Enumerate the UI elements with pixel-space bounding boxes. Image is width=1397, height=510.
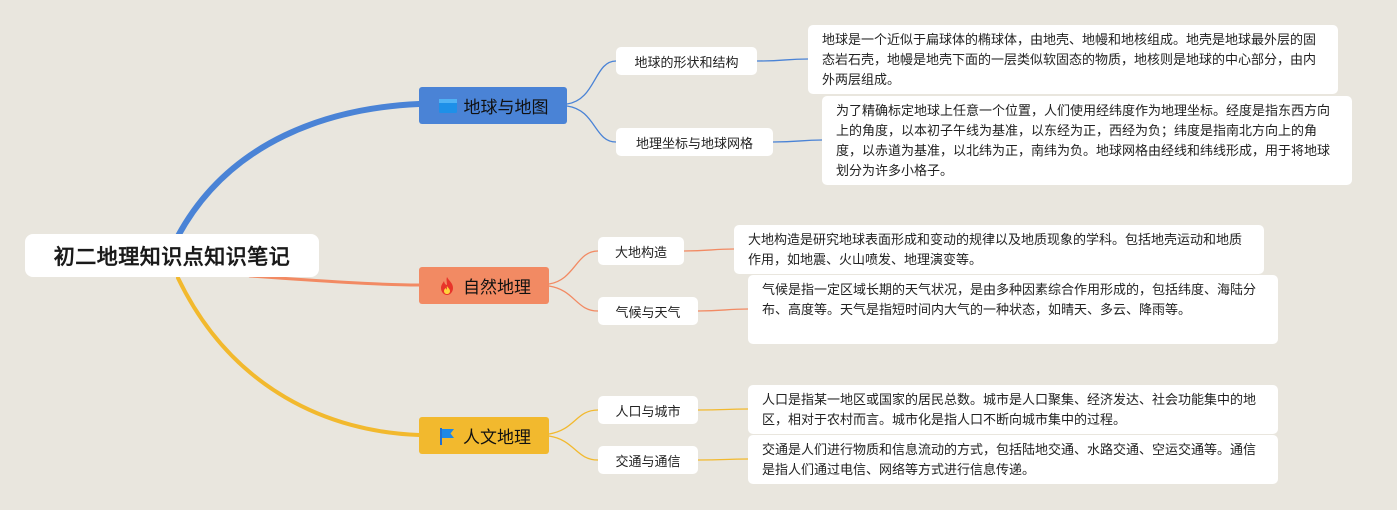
- topic-connector-3: [548, 250, 599, 285]
- topic-label: 气候与天气: [615, 305, 681, 321]
- root-branch-connector-1: [175, 101, 422, 239]
- root-branch-connector-3: [176, 276, 421, 437]
- topic-earth-shape-structure[interactable]: 地球的形状和结构: [616, 47, 757, 75]
- branch-label: 人文地理: [463, 428, 531, 448]
- note-earth-shape-structure[interactable]: 地球是一个近似于扁球体的椭球体，由地壳、地幔和地核组成。地壳是地球最外层的固态岩…: [808, 25, 1338, 94]
- fire-icon: [441, 276, 453, 295]
- note-connector-2: [772, 139, 823, 143]
- topic-connector-6: [548, 435, 599, 461]
- note-connector-6: [697, 458, 749, 461]
- topic-geotectonics[interactable]: 大地构造: [598, 237, 684, 265]
- blue-square-icon: [438, 98, 457, 113]
- topic-label: 地理坐标与地球网格: [635, 136, 753, 152]
- note-coordinates-grid[interactable]: 为了精确标定地球上任意一个位置，人们使用经纬度作为地理坐标。经度是指东西方向上的…: [822, 96, 1352, 185]
- topic-coordinates-grid[interactable]: 地理坐标与地球网格: [616, 128, 773, 156]
- root-title: 初二地理知识点知识笔记: [53, 244, 291, 269]
- note-climate-weather[interactable]: 气候是指一定区域长期的天气状况，是由多种因素综合作用形成的，包括纬度、海陆分布、…: [748, 275, 1278, 344]
- branch-physical-geography[interactable]: 自然地理: [419, 267, 549, 304]
- root-branch-connector-2: [248, 274, 421, 287]
- note-geotectonics[interactable]: 大地构造是研究地球表面形成和变动的规律以及地质现象的学科。包括地壳运动和地质作用…: [734, 225, 1264, 274]
- flag-icon: [440, 427, 454, 445]
- topic-connector-4: [548, 285, 599, 312]
- note-connector-5: [697, 408, 749, 411]
- note-connector-1: [756, 58, 809, 62]
- topic-connector-1: [566, 60, 617, 105]
- note-connector-4: [697, 308, 749, 312]
- topic-label: 地球的形状和结构: [634, 55, 739, 71]
- branch-label: 地球与地图: [463, 98, 549, 118]
- branch-earth-and-maps[interactable]: 地球与地图: [419, 87, 567, 124]
- note-connector-3: [683, 248, 735, 252]
- root-topic[interactable]: 初二地理知识点知识笔记: [25, 234, 319, 277]
- note-population-cities[interactable]: 人口是指某一地区或国家的居民总数。城市是人口聚集、经济发达、社会功能集中的地区，…: [748, 385, 1278, 434]
- topic-label: 大地构造: [614, 245, 667, 261]
- topic-climate-weather[interactable]: 气候与天气: [598, 297, 698, 325]
- note-transport-communication[interactable]: 交通是人们进行物质和信息流动的方式，包括陆地交通、水路交通、空运交通等。通信是指…: [748, 435, 1278, 484]
- topic-connector-5: [548, 409, 599, 435]
- topic-connector-2: [566, 105, 617, 143]
- topic-transport-communication[interactable]: 交通与通信: [598, 446, 698, 474]
- topic-population-cities[interactable]: 人口与城市: [598, 396, 698, 424]
- topic-label: 交通与通信: [615, 454, 681, 470]
- branch-label: 自然地理: [463, 278, 531, 298]
- branch-human-geography[interactable]: 人文地理: [419, 417, 549, 454]
- topic-label: 人口与城市: [615, 404, 681, 420]
